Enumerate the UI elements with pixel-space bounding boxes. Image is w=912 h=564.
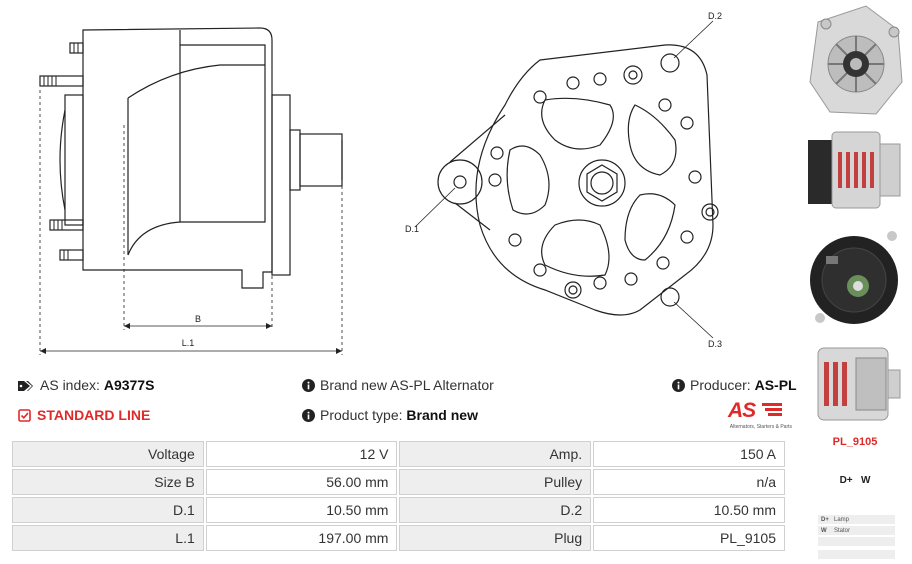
table-row: Size B 56.00 mm Pulley n/a xyxy=(12,469,785,495)
spec-value: 150 A xyxy=(593,441,785,467)
product-type-label: Product type: xyxy=(320,407,403,423)
standard-line-label: STANDARD LINE xyxy=(37,407,151,423)
as-pl-logo: AS Alternators, Starters & Parts xyxy=(712,400,792,434)
legend-pin: D+ xyxy=(821,516,829,523)
spec-value: 10.50 mm xyxy=(205,497,398,523)
legend-desc: Stator xyxy=(834,527,851,534)
spec-label: Voltage xyxy=(12,441,204,467)
producer: Producer: AS-PL xyxy=(672,377,797,395)
spec-value: PL_9105 xyxy=(593,525,785,551)
plug-legend: D+ Lamp W Stator xyxy=(818,515,895,561)
producer-value: AS-PL xyxy=(754,377,797,393)
as-index: AS index: A9377S xyxy=(18,377,154,395)
product-photo-side[interactable] xyxy=(806,122,904,217)
product-photo-angle[interactable] xyxy=(806,342,904,426)
info-circle-icon xyxy=(672,379,685,395)
legend-row: W Stator xyxy=(818,526,895,535)
legend-row: D+ Lamp xyxy=(818,515,895,524)
as-index-label: AS index: xyxy=(40,377,100,393)
spec-table: Voltage 12 V Amp. 150 A Size B 56.00 mm … xyxy=(10,439,787,553)
legend-row-empty xyxy=(818,537,895,546)
side-view-drawing: B L.1 xyxy=(39,27,343,355)
front-view-drawing: D.1 D.2 D.3 xyxy=(405,11,722,349)
plug-pins: D+ W xyxy=(839,475,871,486)
dim-l1-label: L.1 xyxy=(182,338,195,348)
table-row: D.1 10.50 mm D.2 10.50 mm xyxy=(12,497,785,523)
brand-line: Brand new AS-PL Alternator xyxy=(302,377,494,395)
logo-stripes xyxy=(762,403,782,416)
producer-label: Producer: xyxy=(690,377,751,393)
logo-tagline: Alternators, Starters & Parts xyxy=(729,424,792,430)
info-circle-icon xyxy=(302,409,315,425)
table-row: L.1 197.00 mm Plug PL_9105 xyxy=(12,525,785,551)
spec-label: Amp. xyxy=(399,441,592,467)
spec-label: Plug xyxy=(399,525,592,551)
logo-mark: AS xyxy=(728,399,756,422)
spec-label: L.1 xyxy=(12,525,204,551)
brand-text: Brand new AS-PL Alternator xyxy=(320,377,494,393)
spec-label: D.1 xyxy=(12,497,204,523)
standard-line: STANDARD LINE xyxy=(18,407,150,425)
as-index-value: A9377S xyxy=(103,377,155,393)
spec-value: 197.00 mm xyxy=(205,525,398,551)
spec-label: Size B xyxy=(12,469,204,495)
legend-desc: Lamp xyxy=(834,516,850,523)
info-circle-icon xyxy=(302,379,315,395)
spec-value: n/a xyxy=(593,469,785,495)
product-type-value: Brand new xyxy=(406,407,478,423)
check-square-icon xyxy=(18,409,31,425)
dim-b-label: B xyxy=(195,314,201,324)
tags-icon xyxy=(18,379,34,395)
spec-label: Pulley xyxy=(399,469,592,495)
plug-code: PL_9105 xyxy=(832,436,878,448)
dim-d1-label: D.1 xyxy=(405,224,419,234)
spec-value: 12 V xyxy=(205,441,398,467)
spec-value: 56.00 mm xyxy=(205,469,398,495)
spec-label: D.2 xyxy=(399,497,592,523)
table-row: Voltage 12 V Amp. 150 A xyxy=(12,441,785,467)
legend-row-empty xyxy=(818,550,895,559)
product-photo-rear[interactable] xyxy=(806,222,904,338)
dim-d2-label: D.2 xyxy=(708,11,722,21)
legend-pin: W xyxy=(821,527,827,534)
product-type: Product type: Brand new xyxy=(302,407,478,425)
product-photo-front[interactable] xyxy=(806,2,904,120)
spec-value: 10.50 mm xyxy=(593,497,785,523)
dim-d3-label: D.3 xyxy=(708,339,722,349)
